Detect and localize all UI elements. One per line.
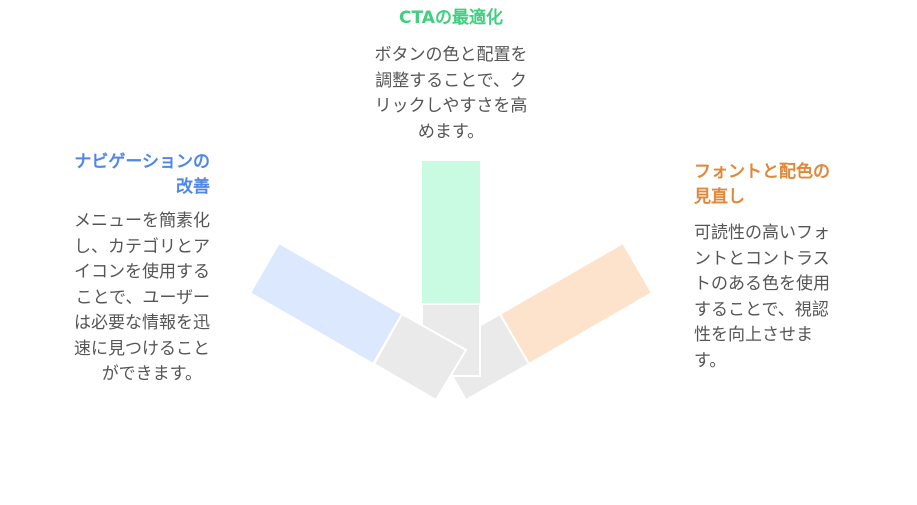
text-line: することで、視認 — [694, 299, 829, 320]
navigation-section: ナビゲーションの 改善 メニューを簡素化 し、カテゴリとア イコンを使用する こ… — [20, 150, 210, 388]
navigation-title: ナビゲーションの 改善 — [20, 150, 210, 200]
text-line: 性を向上させま — [694, 325, 813, 345]
font-color-description: 可読性の高いフォ ントとコントラス トのある色を使用 することで、視認 性を向上… — [694, 221, 894, 374]
text-line: ができます。 — [101, 364, 202, 384]
title-line: 改善 — [176, 177, 210, 197]
title-line: 見直し — [694, 187, 745, 207]
center-green-bar — [422, 161, 480, 303]
text-line: ントとコントラス — [694, 248, 830, 269]
navigation-description: メニューを簡素化 し、カテゴリとア イコンを使用する ことで、ユーザー は必要な… — [20, 209, 210, 388]
text-line: し、カテゴリとア — [74, 236, 210, 257]
text-line: は必要な情報を迅 — [74, 313, 210, 333]
text-line: めます。 — [417, 121, 485, 142]
text-line: す。 — [694, 350, 727, 371]
title-line: ナビゲーションの — [74, 152, 210, 172]
text-line: イコンを使用する — [74, 262, 210, 282]
text-line: メニューを簡素化 — [74, 211, 210, 231]
title-line: フォントと配色の — [694, 162, 830, 182]
font-color-title: フォントと配色の 見直し — [694, 160, 894, 210]
text-line: 調整することで、ク — [375, 70, 527, 91]
text-line: ことで、ユーザー — [75, 287, 210, 308]
left-blue-bar — [248, 241, 404, 366]
text-line: トのある色を使用 — [694, 274, 830, 294]
font-color-section: フォントと配色の 見直し 可読性の高いフォ ントとコントラス トのある色を使用 … — [694, 160, 894, 374]
text-line: ボタンの色と配置を — [374, 45, 528, 65]
cta-description: ボタンの色と配置を 調整することで、ク リックしやすさを高 めます。 — [330, 43, 572, 145]
cta-section: CTAの最適化 ボタンの色と配置を 調整することで、ク リックしやすさを高 めま… — [330, 6, 572, 145]
cta-title: CTAの最適化 — [399, 8, 503, 28]
text-line: 可読性の高いフォ — [694, 223, 830, 243]
text-line: リックしやすさを高 — [374, 96, 528, 116]
text-line: 速に見つけること — [74, 338, 210, 359]
right-orange-bar — [498, 241, 654, 366]
